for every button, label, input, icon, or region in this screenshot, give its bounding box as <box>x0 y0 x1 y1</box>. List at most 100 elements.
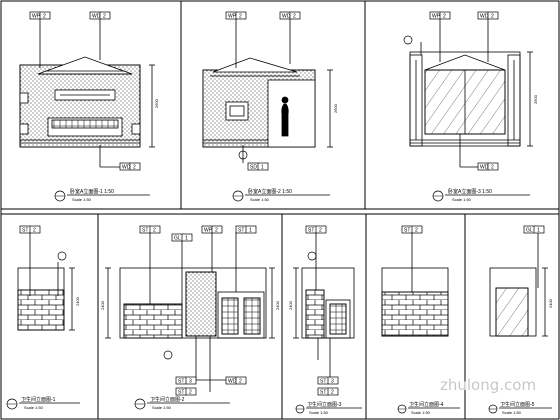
tag-num: 2 <box>133 165 136 171</box>
elevation-2-tag-top-left: WP 2 <box>225 11 247 20</box>
elevation-1-caption: 卧室A立面图-1 1:50 Scale 1:50 <box>54 188 150 202</box>
tag-num: 2 <box>491 165 494 171</box>
elevation-4: ST 2 2400 卫生间立面图-1 Scale 1:50 <box>6 225 80 410</box>
elevation-2-tag-bottom: SD 1 <box>238 150 269 171</box>
elevation-3-tag-top-left: WP 2 <box>429 11 451 20</box>
elevation-1-tag-top-left: WP 2 <box>29 11 51 20</box>
elevation-4-tag-top-left: ST 2 <box>19 225 41 234</box>
tag-code: WP <box>204 228 213 234</box>
watermark: zhulong.com <box>440 376 536 394</box>
tag-code: ST <box>320 379 326 385</box>
elevation-6: ST 2 ST 3 ST 2 2400 卫生间立面图-3 Scale 1:50 <box>288 225 362 415</box>
elevation-7-drawing <box>381 232 449 337</box>
tag-num: 2 <box>43 14 46 20</box>
tag-num: 3 <box>331 379 334 385</box>
caption-title: 卧室A立面图-2 1:50 <box>248 188 292 195</box>
dimension-label: 2600 <box>154 98 159 108</box>
elevation-6-drawing <box>293 232 355 384</box>
dimension-label-right: 2400 <box>275 300 280 310</box>
tag-num: 2 <box>293 14 296 20</box>
tag-code: WD <box>122 165 131 171</box>
tag-code: WD <box>480 165 489 171</box>
caption-title: 卫生间立面图-5 <box>500 401 535 408</box>
section-marker-icon <box>57 251 67 261</box>
elevation-3: WP 2 WD 2 WD 2 2600 卧室A立面图-3 1:50 Scale … <box>403 11 538 202</box>
tag-num: 2 <box>33 228 36 234</box>
elevation-2: WP 2 WD 2 SD 1 2600 卧室A立面图-2 1:50 Scale … <box>202 11 338 202</box>
tag-code: WP <box>432 14 441 20</box>
caption-scale: Scale 1:50 <box>502 410 522 415</box>
elevation-5-tag-t3: WP 2 <box>201 225 223 234</box>
elevation-8-drawing <box>489 232 548 337</box>
tag-code: WD <box>92 14 101 20</box>
tag-num: 2 <box>239 14 242 20</box>
tag-code: ST <box>142 228 148 234</box>
dimension-label: 2400 <box>548 298 553 308</box>
tag-num: 1 <box>185 236 188 242</box>
dimension-label: 2400 <box>75 296 80 306</box>
caption-title: 卫生间立面图-4 <box>409 401 444 408</box>
elevation-3-drawing <box>409 18 533 167</box>
caption-scale: Scale 1:50 <box>411 410 431 415</box>
tag-num: 1 <box>249 228 252 234</box>
tag-code: WD <box>282 14 291 20</box>
elevation-5: ST 2 GL 1 WP 2 ST 1 ST 3 <box>100 225 280 410</box>
elevation-7-tag-top-left: ST 2 <box>401 225 423 234</box>
caption-scale: Scale 1:50 <box>452 197 472 202</box>
elevation-2-tag-top-right: WD 2 <box>279 11 301 20</box>
tag-code: WD <box>228 379 237 385</box>
tag-num: 2 <box>319 228 322 234</box>
elevation-4-caption: 卫生间立面图-1 Scale 1:50 <box>6 396 80 410</box>
elevation-8-caption: 卫生间立面图-5 Scale 1:50 <box>488 401 552 415</box>
elevation-5-caption: 卫生间立面图-2 Scale 1:50 <box>134 396 230 410</box>
tag-num: 2 <box>239 379 242 385</box>
section-marker-icon <box>403 35 413 45</box>
elevation-7-caption: 卫生间立面图-4 Scale 1:50 <box>397 401 460 415</box>
elevation-5-tag-b3: ST 2 <box>175 387 197 396</box>
tag-code: WP <box>32 14 41 20</box>
tag-num: 2 <box>491 14 494 20</box>
tag-code: GL <box>174 236 181 242</box>
tag-code: ST <box>178 390 184 396</box>
caption-scale: Scale 1:50 <box>72 197 92 202</box>
caption-scale: Scale 1:50 <box>250 197 270 202</box>
elevation-5-tag-t1: ST 2 <box>139 225 161 234</box>
elevation-5-tag-t4: ST 1 <box>235 225 257 234</box>
tag-code: ST <box>404 228 410 234</box>
caption-title: 卧室A立面图-3 1:50 <box>448 188 492 195</box>
elevation-6-tag-b1: ST 3 <box>317 376 339 385</box>
elevation-3-tag-top-right: WD 2 <box>477 11 499 20</box>
elevation-5-drawing <box>105 232 275 392</box>
elevation-8-tag-top-left: GL 1 <box>523 225 545 234</box>
tag-code: ST <box>320 390 326 396</box>
dimension-label: 2400 <box>288 300 293 310</box>
dimension-label-left: 2400 <box>100 300 105 310</box>
caption-title: 卧室A立面图-1 1:50 <box>70 188 114 195</box>
tag-code: SD <box>250 165 257 171</box>
elevation-8: GL 1 2400 卫生间立面图-5 Scale 1:50 <box>488 225 553 415</box>
caption-title: 卫生间立面图-3 <box>307 401 342 408</box>
tag-code: ST <box>178 379 184 385</box>
caption-scale: Scale 1:50 <box>152 405 172 410</box>
tag-num: 2 <box>415 228 418 234</box>
elevation-2-drawing <box>202 18 333 163</box>
tag-code: ST <box>308 228 314 234</box>
section-marker-icon <box>163 350 173 360</box>
elevation-4-drawing <box>17 232 75 331</box>
tag-num: 2 <box>215 228 218 234</box>
elevation-6-tag-b2: ST 2 <box>317 387 339 396</box>
tag-num: 3 <box>189 379 192 385</box>
elevation-7: ST 2 卫生间立面图-4 Scale 1:50 <box>381 225 460 415</box>
elevation-3-tag-bottom: WD 2 <box>460 162 499 171</box>
tag-code: ST <box>238 228 244 234</box>
caption-title: 卫生间立面图-2 <box>150 396 185 403</box>
elevation-6-tag-top-left: ST 2 <box>305 225 327 234</box>
tag-num: 2 <box>189 390 192 396</box>
tag-code: ST <box>22 228 28 234</box>
tag-num: 2 <box>153 228 156 234</box>
caption-scale: Scale 1:50 <box>24 405 44 410</box>
elevation-1-tag-bottom: WD 2 <box>100 162 141 171</box>
tag-code: WP <box>228 14 237 20</box>
